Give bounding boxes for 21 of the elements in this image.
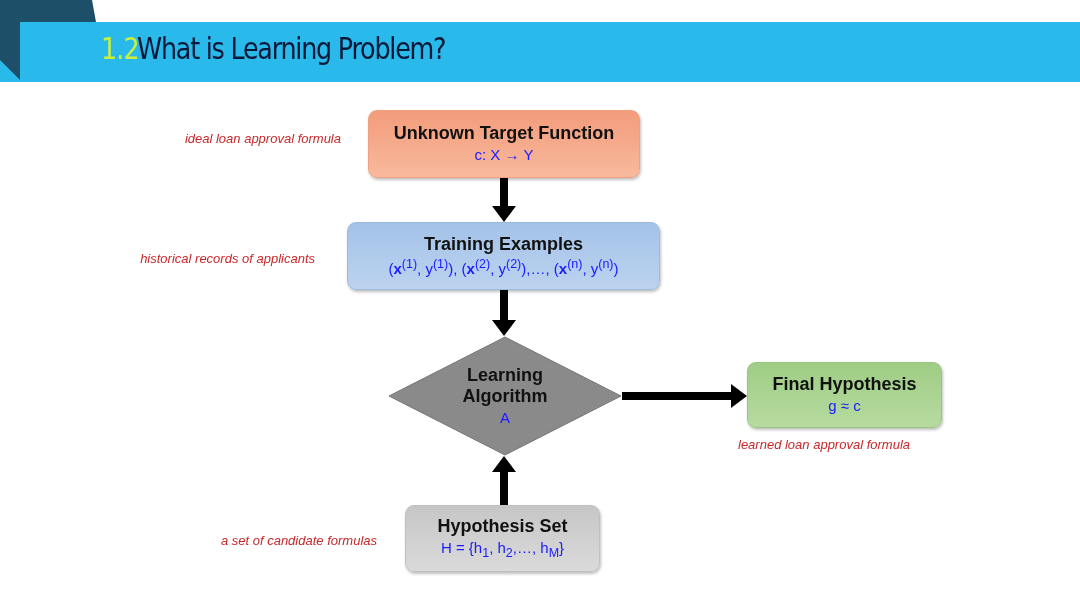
annotation-text: a set of candidate formulas [220,533,377,548]
annotation-text: ideal loan approval formula [184,131,341,146]
annotation-text: historical records of applicants [140,251,315,266]
node-title: Learning Algorithm [461,364,549,408]
formula-text: A [500,407,510,428]
arrow [492,290,516,336]
arrow [492,456,516,505]
formula-text: H = {h$_{1}$, h$_{2}$,…, h$_{M}$} [440,537,565,561]
annotation-text: learned loan approval formula [738,437,910,452]
node-title: Unknown Target Function [393,123,615,146]
formula-text: (x$^{(1)}$, y$^{(1)}$), (x$^{(2)}$, y$^{(2)}$),…, (x$^{(n)}$, y$^{(n)}$) [388,255,619,279]
arrow [622,384,747,408]
node-title: Final Hypothesis [772,374,917,397]
formula-text: c: X → Y [474,145,534,165]
arrow [492,178,516,222]
section-number: 1.2 [101,30,139,66]
decision-diamond [388,336,622,456]
slide-title: What is Learning Problem? [137,30,446,66]
node-title: Training Examples [423,233,584,256]
node-title: Hypothesis Set [437,516,568,538]
formula-text: g ≈ c [828,396,861,416]
